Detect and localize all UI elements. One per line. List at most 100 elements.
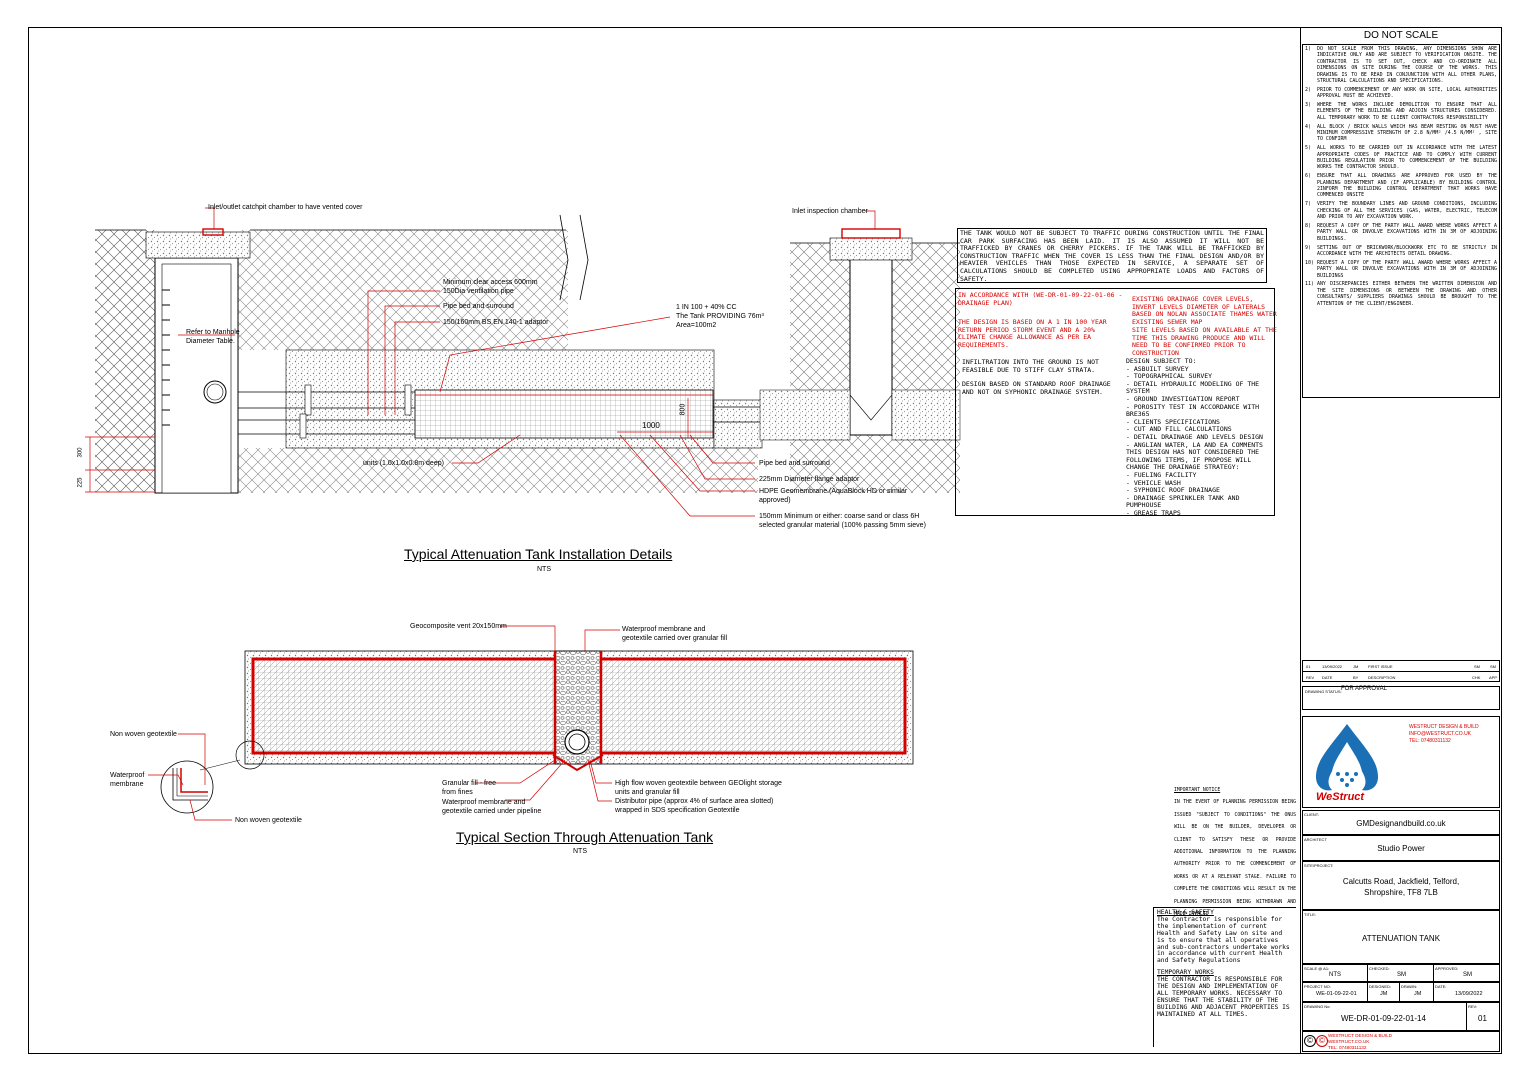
dns-note: 6)ENSURE THAT ALL DRAWINGS ARE APPROVED … [1305, 173, 1497, 199]
detail1-scale: NTS [537, 566, 551, 573]
date-cell [1433, 982, 1500, 1002]
do-not-scale-notes: 1)DO NOT SCALE FROM THIS DRAWING, ANY DI… [1302, 44, 1500, 398]
drawing-number: WE-DR-01-09-22-01-14 [1341, 1014, 1426, 1023]
label-units: units (1.0x1.0x0.8m deep) [363, 460, 444, 467]
soil-hatch-left [95, 230, 155, 492]
drawing-status: FOR APPROVAL [1341, 686, 1387, 692]
title-box [1302, 910, 1500, 964]
checked-value: SM [1397, 972, 1406, 978]
company-line: WESTRUCT DESIGN & BUILD [1409, 724, 1479, 730]
dim-800: 800 [679, 403, 687, 416]
label-inspection-chamber: Inlet inspection chamber [792, 208, 868, 215]
footer-line: TEL: 07480311132 [1328, 1045, 1367, 1050]
dns-note: 9)SETTING OUT OF BRICKWORK/BLOCKWORK ETC… [1305, 244, 1497, 257]
note-accordance: IN ACCORDANCE WITH (WE-DR-01-09-22-01-06… [958, 291, 1123, 307]
status-label: DRAWING STATUS: [1305, 689, 1342, 694]
label-non-woven-1: Non woven geotextile [110, 731, 177, 738]
company-logo-block [1302, 716, 1500, 808]
rev-header: APP [1489, 675, 1498, 680]
client-label: CLIENT: [1304, 812, 1319, 817]
note-site-levels: SITE LEVELS BASED ON AVAILABLE AT THE TI… [1132, 326, 1277, 357]
label-granular-material: 150mm Minimum or either: coarse sand or … [759, 513, 926, 529]
distributor-pipe [564, 729, 590, 755]
rev-value: 01 [1478, 1014, 1487, 1023]
drawing-frame [28, 27, 1502, 1054]
dns-note: 5)ALL WORKS TO BE CARRIED OUT IN ACCORDA… [1305, 145, 1497, 171]
label-non-woven-2: Non woven geotextile [235, 817, 302, 824]
inspection-chamber [849, 254, 893, 436]
dns-note: 8)REQUEST A COPY OF THE PARTY WALL AWARD… [1305, 222, 1497, 242]
manhole-cover-surround [145, 231, 251, 259]
detail2-scale: NTS [573, 848, 587, 855]
label-membrane-over: Waterproof membrane and geotextile carri… [622, 626, 728, 642]
label-manhole: Refer to Manhole Diameter Table. [186, 329, 240, 345]
architect-name: Studio Power [1377, 844, 1425, 853]
company-line: INFO@WESTRUCT.CO.UK [1409, 731, 1472, 737]
inspection-cover [841, 228, 901, 239]
designed-value: JM [1380, 991, 1388, 997]
architect-box [1302, 835, 1500, 861]
rev-header: CHK [1472, 675, 1481, 680]
drawing-no-label: DRAWING No: [1304, 1004, 1331, 1009]
label-geocomposite: Geocomposite vent 20x150mm [410, 623, 507, 630]
callout-circle-small [235, 740, 265, 770]
copyright-icon-red: © [1316, 1035, 1328, 1047]
dim-1000: 1000 [642, 421, 660, 430]
logo-text: WeStruct [1316, 791, 1365, 803]
date-value: 13/09/2022 [1455, 991, 1483, 997]
drawing-title: ATTENUATION TANK [1361, 934, 1441, 943]
approved-cell [1433, 964, 1500, 982]
company-line: TEL: 07480311132 [1409, 738, 1451, 744]
rev-label: REV: [1468, 1004, 1478, 1009]
site-label: SITE/PROJECT: [1304, 863, 1334, 868]
label-area: Area=100m2 [676, 322, 717, 329]
scale-value: NTS [1329, 972, 1341, 978]
copyright-icon: © [1304, 1035, 1316, 1047]
rev-header: DATE [1322, 675, 1333, 680]
rev-header: REV [1306, 675, 1315, 680]
label-pipe-bed-top: Pipe bed and surround [443, 303, 514, 310]
design-notes-box: IN ACCORDANCE WITH (WE-DR-01-09-22-01-06… [955, 288, 1277, 517]
footer-line: WESTRUCT.CO.UK [1328, 1039, 1370, 1044]
approved-label: APPROVED: [1435, 966, 1459, 971]
approved-value: SM [1463, 972, 1472, 978]
dim-225: 225 [77, 477, 84, 488]
rev-cell [1466, 1002, 1500, 1031]
label-high-flow: High flow woven geotextile between GEOli… [615, 780, 782, 796]
checked-label: CHECKED: [1369, 966, 1390, 971]
project-label: PROJECT NO: [1304, 984, 1331, 989]
rev-row-date: 13/09/2022 [1322, 664, 1343, 669]
footer-line: WESTRUCT DESIGN & BUILD [1328, 1033, 1392, 1038]
note-design-subject: DESIGN SUBJECT TO: - ASBUILT SURVEY - TO… [1126, 357, 1263, 517]
site-address-line1: Calcutts Road, Jackfield, Telford, [1342, 877, 1460, 886]
important-notice: IMPORTANT NOTICE IN THE EVENT OF PLANNIN… [1174, 788, 1296, 918]
note-infiltration: INFILTRATION INTO THE GROUND IS NOT FEAS… [962, 358, 1099, 374]
detail1-title: Typical Attenuation Tank Installation De… [404, 546, 673, 562]
westruct-logo-icon [1316, 724, 1378, 791]
rev-header: BY [1353, 675, 1359, 680]
site-address-line2: Shropshire, TF8 7LB [1364, 888, 1438, 897]
dns-note: 11)ANY DISCREPANCIES EITHER BETWEEN THE … [1305, 281, 1497, 307]
note-existing: EXISTING DRAINAGE COVER LEVELS, INVERT L… [1132, 295, 1277, 326]
label-distributor: Distributor pipe (approx 4% of surface a… [615, 798, 774, 814]
title-label: TITLE: [1304, 912, 1317, 917]
vented-cover [202, 228, 224, 236]
rev-row-rev: 01 [1306, 664, 1311, 669]
rev-header: DESCRIPTION [1368, 675, 1396, 680]
label-min-access: Minimum clear access 600mm [443, 279, 538, 286]
health-safety-note: HEALTH & SAFETY The Contractor is respon… [1153, 907, 1296, 1047]
date-label: DATE: [1435, 984, 1447, 989]
note-roof: DESIGN BASED ON STANDARD ROOF DRAINAGE A… [962, 380, 1111, 396]
label-gradient: 1 IN 100 + 40% CC [676, 304, 737, 311]
drawn-label: DRAWN: [1401, 984, 1418, 989]
dim-300: 300 [77, 447, 84, 458]
rev-row-desc: FIRST ISSUE [1368, 664, 1393, 669]
detail2-title: Typical Section Through Attenuation Tank [456, 829, 714, 845]
dns-note: 1)DO NOT SCALE FROM THIS DRAWING, ANY DI… [1305, 46, 1497, 85]
soil-hatch-bottom [238, 448, 758, 493]
label-hdpe: HDPE Geomembrane (AquaBlock HD or simila… [759, 488, 908, 504]
client-box [1302, 810, 1500, 835]
scale-label: SCALE @ A1: [1304, 966, 1330, 971]
site-box [1302, 861, 1500, 910]
